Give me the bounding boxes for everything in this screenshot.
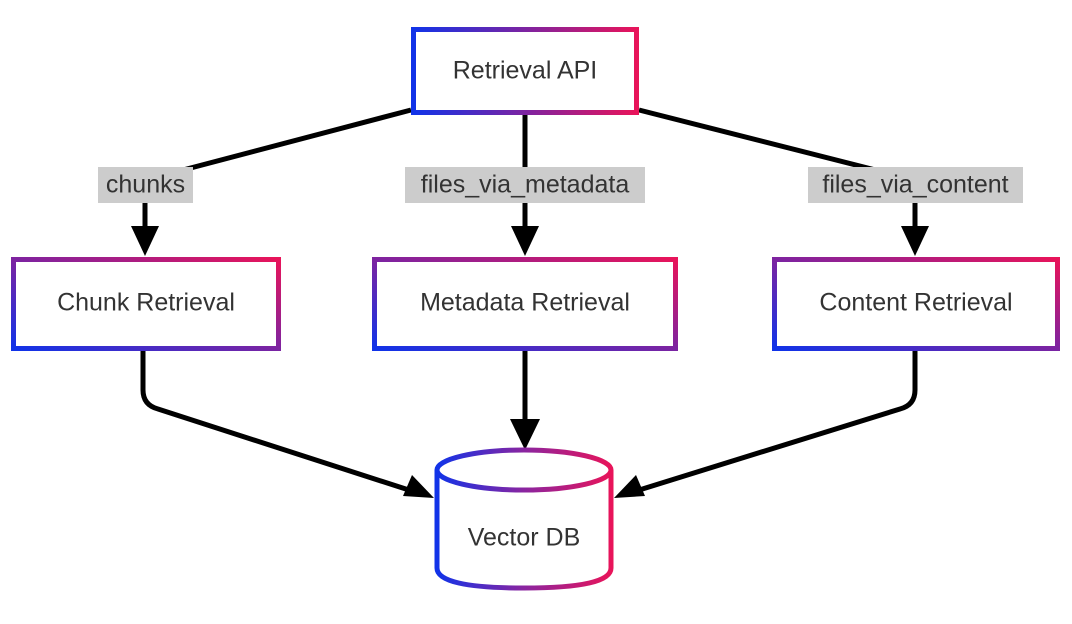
edge-chunk-to-vectordb xyxy=(140,351,434,498)
node-retrieval-api-label: Retrieval API xyxy=(453,57,598,85)
node-metadata-retrieval-label: Metadata Retrieval xyxy=(420,289,630,317)
edge-api-to-metadata-arrowhead xyxy=(511,226,539,256)
edge-label-chunks-text: chunks xyxy=(106,171,185,199)
edge-label-files-via-metadata: files_via_metadata xyxy=(405,167,645,203)
node-vector-db-body-border xyxy=(434,470,614,591)
edge-label-files-via-metadata-text: files_via_metadata xyxy=(421,171,630,199)
edge-api-to-content-arrowhead xyxy=(901,226,929,256)
edge-label-files-via-metadata-background xyxy=(405,167,645,203)
node-vector-db-top-border xyxy=(434,447,614,493)
node-content-retrieval-border xyxy=(772,257,1060,351)
edge-content-to-vectordb-arrowhead xyxy=(614,475,645,498)
node-chunk-retrieval-border xyxy=(11,257,281,351)
node-content-retrieval[interactable]: Content Retrieval xyxy=(772,257,1060,351)
node-chunk-retrieval-fill xyxy=(11,257,281,351)
node-vector-db[interactable]: Vector DB xyxy=(434,447,614,591)
edge-label-files-via-content-background xyxy=(808,167,1023,203)
node-vector-db-top-fill xyxy=(437,450,611,490)
edge-api-to-chunk-arrowhead xyxy=(131,226,159,256)
node-vector-db-label: Vector DB xyxy=(468,524,581,552)
node-chunk-retrieval-label: Chunk Retrieval xyxy=(57,289,235,317)
node-retrieval-api-fill xyxy=(411,27,639,115)
edge-label-files-via-content: files_via_content xyxy=(808,167,1023,203)
edge-metadata-to-vectordb xyxy=(510,351,540,450)
node-metadata-retrieval-border xyxy=(372,257,678,351)
node-retrieval-api-border xyxy=(411,27,639,115)
node-chunk-retrieval[interactable]: Chunk Retrieval xyxy=(11,257,281,351)
node-content-retrieval-fill xyxy=(772,257,1060,351)
node-metadata-retrieval-fill xyxy=(372,257,678,351)
edge-chunk-to-vectordb-line xyxy=(140,351,413,494)
edge-metadata-to-vectordb-arrowhead xyxy=(510,419,540,450)
edge-content-to-vectordb xyxy=(614,351,918,498)
node-retrieval-api[interactable]: Retrieval API xyxy=(411,27,639,115)
node-vector-db-body-fill xyxy=(437,470,611,588)
edge-chunk-to-vectordb-arrowhead xyxy=(403,475,434,498)
edge-content-to-vectordb-line xyxy=(635,351,918,494)
edge-label-chunks: chunks xyxy=(98,167,193,203)
edge-label-chunks-background xyxy=(98,167,193,203)
node-content-retrieval-label: Content Retrieval xyxy=(819,289,1012,317)
edge-label-files-via-content-text: files_via_content xyxy=(822,171,1008,199)
node-metadata-retrieval[interactable]: Metadata Retrieval xyxy=(372,257,678,351)
